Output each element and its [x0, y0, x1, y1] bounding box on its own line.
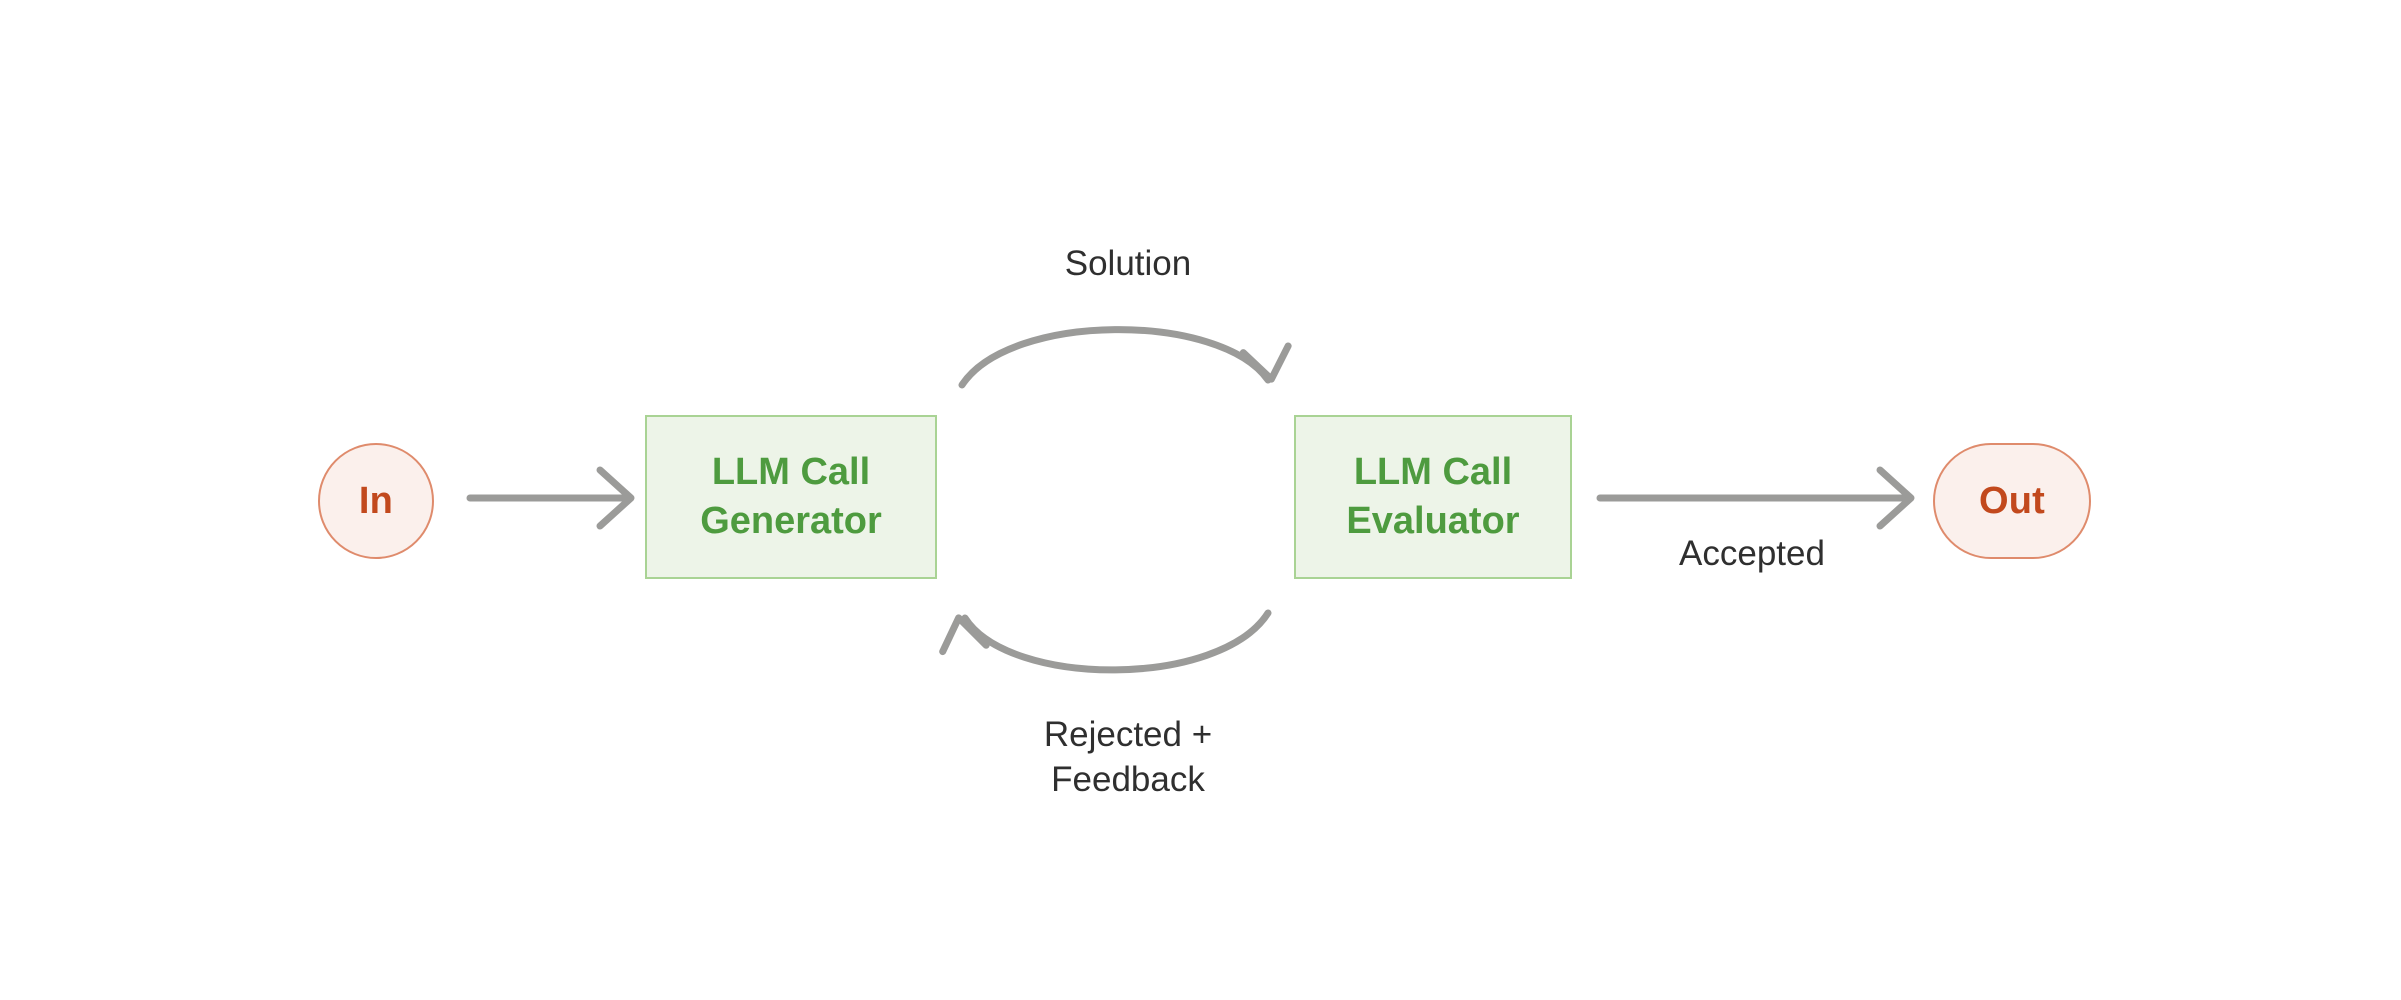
node-evaluator-label-wrap: LLM Call Evaluator [1346, 448, 1519, 545]
node-input-label: In [358, 479, 394, 522]
edge-in-to-generator [466, 466, 635, 530]
edge-solution-curve [958, 326, 1272, 389]
edge-in-to-generator-arrowhead [596, 466, 635, 530]
edge-rejected-arrowhead [939, 614, 990, 656]
node-llm-call-evaluator: LLM Call Evaluator [1294, 415, 1572, 579]
node-generator-label-line1: LLM Call [711, 451, 871, 494]
node-output-label: Out [1978, 479, 2046, 522]
edge-rejected-curve [961, 609, 1272, 674]
edge-generator-to-evaluator [958, 326, 1292, 389]
edge-label-accepted: Accepted [1679, 534, 1825, 573]
node-generator-label-wrap: LLM Call Generator [700, 448, 882, 545]
node-llm-call-generator: LLM Call Generator [645, 415, 937, 579]
edge-evaluator-to-generator [939, 609, 1272, 674]
edge-solution-arrowhead [1239, 342, 1292, 383]
node-output: Out [1933, 443, 2091, 559]
node-evaluator-label-line2: Evaluator [1346, 500, 1520, 542]
node-input: In [318, 443, 434, 559]
edge-label-solution: Solution [1064, 244, 1192, 283]
node-generator-label-line2: Generator [700, 500, 882, 542]
node-evaluator-label-line1: LLM Call [1353, 451, 1513, 494]
edge-accepted-arrowhead [1876, 466, 1915, 530]
edge-label-rejected-feedback: Rejected + Feedback [1043, 715, 1213, 799]
edge-evaluator-to-out [1596, 466, 1915, 530]
